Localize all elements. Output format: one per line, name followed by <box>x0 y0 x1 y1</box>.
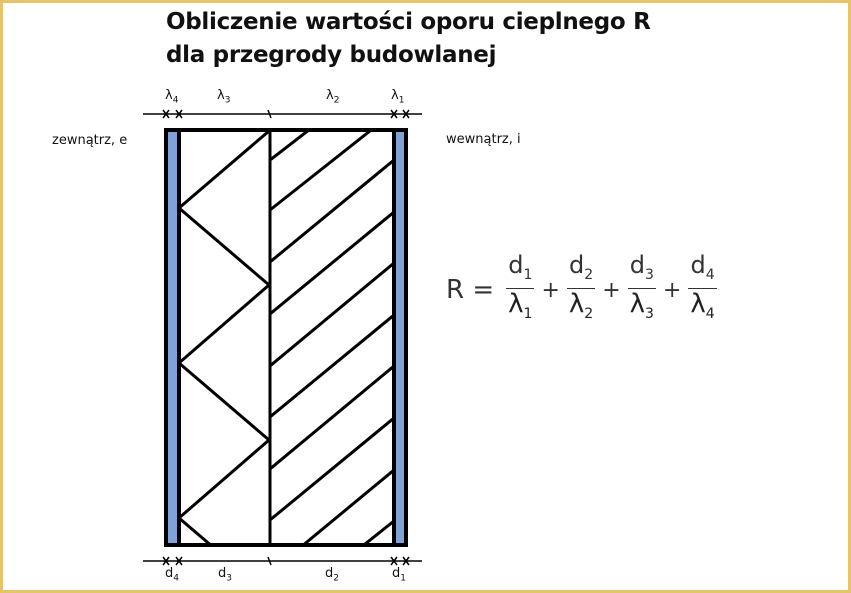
outside-label: zewnątrz, e <box>52 133 128 148</box>
insulation-layer-zigzag <box>179 131 269 544</box>
inner-plaster-layer <box>394 130 406 545</box>
top-dimension-line <box>143 109 422 119</box>
wall-outline <box>164 128 408 547</box>
masonry-layer-hatch <box>270 131 394 544</box>
top-label-lambda-1: λ1 <box>391 88 405 106</box>
plus-sign: + <box>602 277 621 303</box>
bottom-dimension-line <box>143 556 422 566</box>
diagram-title: Obliczenie wartości oporu cieplnego R dl… <box>166 6 651 72</box>
inside-label: wewnątrz, i <box>446 132 521 147</box>
thermal-resistance-formula: R = d1 λ1 + d2 λ2 + d3 λ3 + d4 λ4 <box>446 252 721 329</box>
formula-term-1: d1 λ1 <box>506 251 535 322</box>
top-label-lambda-4: λ4 <box>165 88 179 106</box>
title-line-1: Obliczenie wartości oporu cieplnego R <box>166 9 651 35</box>
bottom-label-d-4: d4 <box>165 566 179 584</box>
top-label-lambda-2: λ2 <box>326 88 340 106</box>
top-label-lambda-3: λ3 <box>217 88 231 106</box>
formula-lhs: R = <box>446 275 495 306</box>
plus-sign: + <box>662 277 682 303</box>
formula-term-3: d3 λ3 <box>627 251 656 322</box>
title-line-2: dla przegrody budowlanej <box>166 42 497 68</box>
outer-plaster-layer <box>166 130 178 545</box>
formula-term-4: d4 λ4 <box>688 251 717 322</box>
bottom-label-d-1: d1 <box>392 566 406 584</box>
bottom-label-d-3: d3 <box>218 566 232 584</box>
plus-sign: + <box>541 277 560 303</box>
bottom-label-d-2: d2 <box>325 566 339 584</box>
formula-term-2: d2 λ2 <box>566 251 596 322</box>
